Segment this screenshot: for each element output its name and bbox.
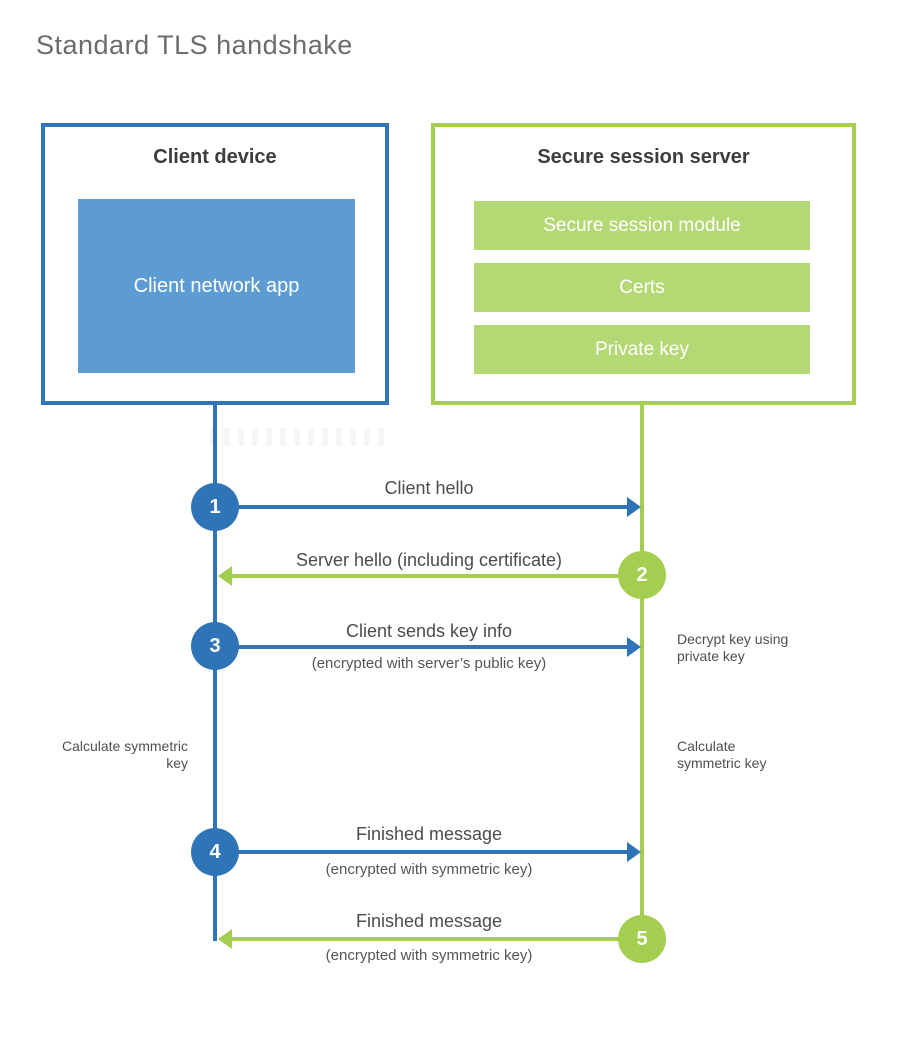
note-calc-symmetric-right: Calculate symmetric key xyxy=(677,738,767,771)
step-3-arrowhead-right-icon xyxy=(627,637,641,657)
step-4-arrowhead-right-icon xyxy=(627,842,641,862)
server-lifeline xyxy=(640,405,644,939)
server-module-bar: Private key xyxy=(474,325,810,374)
server-heading: Secure session server xyxy=(537,146,750,168)
step-5-circle: 5 xyxy=(618,915,666,963)
step-4-arrow xyxy=(237,850,628,854)
step-1-label: Client hello xyxy=(384,478,474,498)
note-decrypt-key: Decrypt key using private key xyxy=(677,631,789,664)
client-lifeline xyxy=(213,405,217,941)
server-module-bar: Certs xyxy=(474,263,810,312)
step-5-sublabel: (encrypted with symmetric key) xyxy=(325,947,533,964)
step-3-circle: 3 xyxy=(191,622,239,670)
note-calc-symmetric-left: Calculate symmetric key xyxy=(61,738,188,771)
step-5-label: Finished message xyxy=(355,911,503,931)
step-4-label: Finished message xyxy=(355,824,503,844)
step-5-arrow xyxy=(232,937,618,941)
server-module-bar: Secure session module xyxy=(474,201,810,250)
step-3-arrow xyxy=(237,645,628,649)
step-3-label: Client sends key info xyxy=(345,621,513,641)
step-2-arrow xyxy=(232,574,618,578)
client-network-app-box: Client network app xyxy=(78,199,355,373)
step-1-arrowhead-right-icon xyxy=(627,497,641,517)
client-device-heading: Client device xyxy=(153,146,277,168)
watermark-artifact xyxy=(210,428,390,446)
client-network-app-label: Client network app xyxy=(133,274,300,297)
step-5-arrowhead-left-icon xyxy=(218,929,232,949)
step-4-sublabel: (encrypted with symmetric key) xyxy=(325,861,533,878)
step-1-arrow xyxy=(237,505,628,509)
step-2-arrowhead-left-icon xyxy=(218,566,232,586)
step-4-circle: 4 xyxy=(191,828,239,876)
step-2-circle: 2 xyxy=(618,551,666,599)
step-2-label: Server hello (including certificate) xyxy=(295,550,563,570)
step-1-circle: 1 xyxy=(191,483,239,531)
step-3-sublabel: (encrypted with server’s public key) xyxy=(311,655,547,672)
page-title: Standard TLS handshake xyxy=(36,30,353,60)
